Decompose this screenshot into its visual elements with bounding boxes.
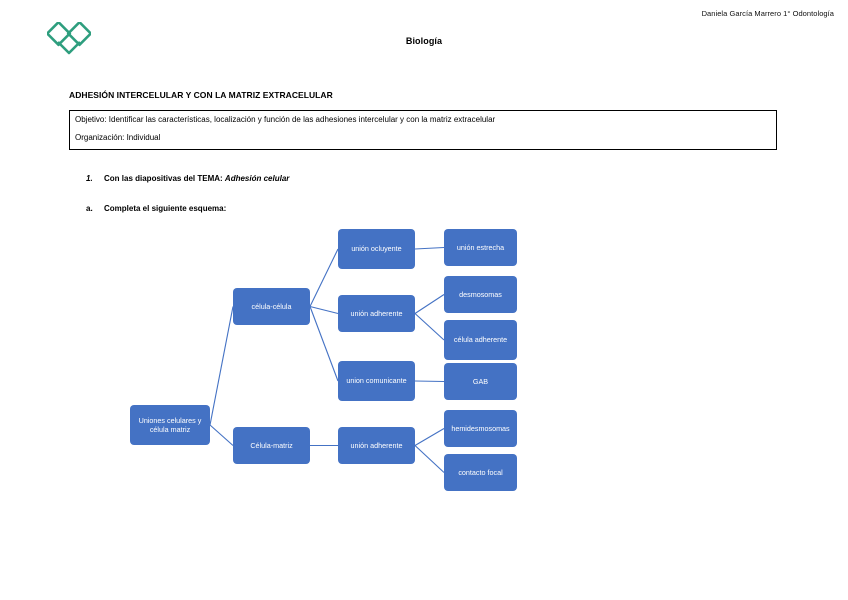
diagram-node-hemides: hemidesmosomas [444, 410, 517, 447]
list-item-a-marker: a. [86, 204, 93, 213]
diagram-edge-celula-celula-to-adherente-1 [309, 305, 339, 315]
diagram-node-gab: GAB [444, 363, 517, 400]
diagram-edge-adherente-2-to-contacto [414, 445, 445, 473]
diagram-node-cel-adherente: célula adherente [444, 320, 517, 360]
diagram-edge-root-to-celula-celula [209, 306, 234, 426]
info-box: Objetivo: Identificar las característica… [69, 110, 777, 150]
concept-diagram: Uniones celulares y célula matriz célula-… [108, 225, 548, 495]
subject-title: Biología [405, 36, 443, 46]
student-name-header: Daniela García Marrero 1° Odontología [701, 9, 834, 18]
list-item-1-text: Con las diapositivas del TEMA: [104, 174, 225, 183]
list-item-1-marker: 1. [86, 174, 93, 183]
diagram-edge-root-to-celula-matriz [209, 424, 234, 446]
diagram-node-contacto: contacto focal [444, 454, 517, 491]
organization-row: Organización: Individual [75, 132, 161, 142]
list-item-1: 1. Con las diapositivas del TEMA: Adhesió… [86, 174, 289, 183]
diagram-edge-comunicante-to-gab [414, 380, 445, 383]
diagram-edge-adherente-1-to-desmosomas [414, 294, 445, 314]
objective-row: Objetivo: Identificar las característica… [75, 115, 496, 124]
diagram-node-comunicante: union comunicante [338, 361, 415, 401]
diagram-node-adherente-1: unión adherente [338, 295, 415, 332]
diagram-edge-ocluyente-to-estrecha [414, 246, 445, 250]
diagram-node-adherente-2: unión adherente [338, 427, 415, 464]
diagram-node-desmosomas: desmosomas [444, 276, 517, 313]
diagram-connectors [209, 246, 445, 473]
diagram-node-celula-matriz: Célula-matriz [233, 427, 310, 464]
diagram-edge-adherente-2-to-hemides [414, 428, 445, 446]
diagram-node-estrecha: unión estrecha [444, 229, 517, 266]
diagram-node-celula-celula: célula-célula [233, 288, 310, 325]
diagram-edge-adherente-1-to-cel-adherente [414, 313, 445, 341]
diagram-node-root: Uniones celulares y célula matriz [130, 405, 210, 445]
page-title: ADHESIÓN INTERCELULAR Y CON LA MATRIZ EX… [69, 90, 333, 100]
diagram-edge-celula-celula-to-ocluyente [309, 248, 339, 307]
list-item-1-emphasis: Adhesión celular [224, 174, 290, 183]
list-item-a: a. Completa el siguiente esquema: [86, 204, 226, 213]
diagram-node-ocluyente: unión ocluyente [338, 229, 415, 269]
diagram-edge-celula-celula-to-comunicante [309, 306, 339, 382]
double-diamond-heart-logo-icon [45, 20, 93, 56]
list-item-a-text: Completa el siguiente esquema: [104, 204, 227, 213]
